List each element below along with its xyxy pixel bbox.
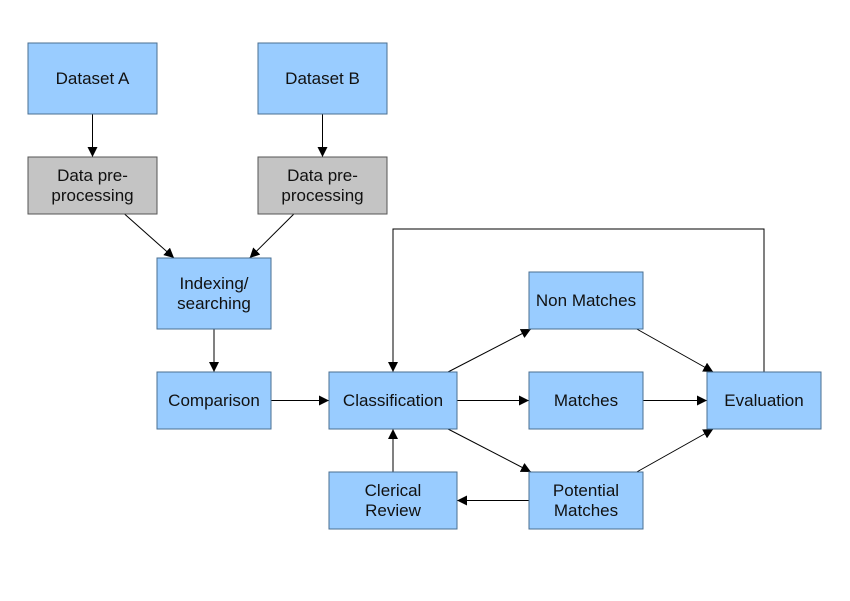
edges-layer <box>87 114 765 506</box>
node-dataset-a: Dataset A <box>27 42 158 115</box>
node-evaluation-box <box>706 371 822 430</box>
node-potential-matches-box <box>528 471 644 530</box>
edge-classification-to-non-matches <box>447 328 532 373</box>
node-dataset-b: Dataset B <box>257 42 388 115</box>
node-matches-box <box>528 371 644 430</box>
node-evaluation: Evaluation <box>706 371 822 430</box>
node-matches-label-line-1: Matches <box>554 391 618 410</box>
node-indexing-label-line-1: Indexing/ <box>180 274 249 293</box>
node-dataset-a-box <box>27 42 158 115</box>
node-indexing: Indexing/searching <box>156 257 272 330</box>
node-dataset-b-label-line-1: Dataset B <box>285 69 360 88</box>
node-potential-matches-label-line-1: Potential <box>553 481 619 500</box>
node-evaluation-label-line-1: Evaluation <box>724 391 803 410</box>
node-comparison-label-line-1: Comparison <box>168 391 260 410</box>
node-dataset-b-box <box>257 42 388 115</box>
edge-prep-a-to-indexing <box>124 213 175 259</box>
node-dataset-a-label-line-1: Dataset A <box>56 69 130 88</box>
node-comparison-box <box>156 371 272 430</box>
node-prep-a-label-line-1: Data pre- <box>57 166 128 185</box>
node-prep-b-box <box>257 156 388 215</box>
node-comparison: Comparison <box>156 371 272 430</box>
node-prep-a-box <box>27 156 158 215</box>
node-clerical-review-box <box>328 471 458 530</box>
node-prep-b-label-line-2: processing <box>281 186 363 205</box>
node-prep-a: Data pre-processing <box>27 156 158 215</box>
node-non-matches-label-line-1: Non Matches <box>536 291 636 310</box>
node-prep-b: Data pre-processing <box>257 156 388 215</box>
node-non-matches-box <box>528 271 644 330</box>
node-classification-label-line-1: Classification <box>343 391 443 410</box>
edge-evaluation-to-classification <box>388 228 765 372</box>
node-classification-box <box>328 371 458 430</box>
node-prep-a-label-line-2: processing <box>51 186 133 205</box>
edge-potential-matches-to-evaluation <box>636 428 714 473</box>
node-classification: Classification <box>328 371 458 430</box>
edge-non-matches-to-evaluation <box>636 328 714 373</box>
node-indexing-box <box>156 257 272 330</box>
node-prep-b-label-line-1: Data pre- <box>287 166 358 185</box>
edge-classification-to-potential-matches <box>447 428 532 473</box>
node-clerical-review-label-line-1: Clerical <box>365 481 422 500</box>
node-matches: Matches <box>528 371 644 430</box>
edge-prep-b-to-indexing <box>249 213 295 259</box>
node-potential-matches-label-line-2: Matches <box>554 501 618 520</box>
node-non-matches: Non Matches <box>528 271 644 330</box>
node-clerical-review-label-line-2: Review <box>365 501 421 520</box>
node-indexing-label-line-2: searching <box>177 294 251 313</box>
